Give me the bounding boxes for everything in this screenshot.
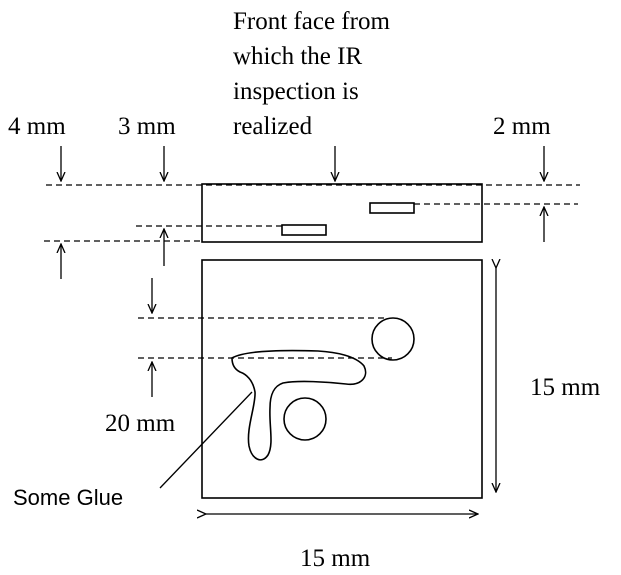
- circle-defect-lower: [283, 397, 327, 441]
- defect-bar-left: [281, 224, 327, 236]
- front-face-label-line2: which the IR: [233, 43, 362, 70]
- dim-label-15mm-bottom: 15 mm: [300, 545, 371, 572]
- dim-label-3mm: 3 mm: [118, 113, 176, 140]
- glue-label: Some Glue: [13, 485, 123, 510]
- front-face-label-line4: realized: [233, 113, 313, 140]
- glue-blob: [231, 349, 367, 461]
- circle-defect-upper: [371, 317, 415, 361]
- dim-label-4mm: 4 mm: [8, 113, 66, 140]
- front-face-label-line1: Front face from: [233, 8, 390, 35]
- dim-label-2mm: 2 mm: [493, 113, 551, 140]
- front-face-label-line3: inspection is: [233, 78, 359, 105]
- defect-bar-right: [369, 202, 415, 214]
- dim-label-15mm-side: 15 mm: [530, 374, 601, 401]
- glue-pointer-line: [159, 391, 253, 489]
- dim-label-20mm: 20 mm: [105, 410, 176, 437]
- front-view-square: [201, 259, 483, 499]
- side-view-rectangle: [201, 183, 483, 243]
